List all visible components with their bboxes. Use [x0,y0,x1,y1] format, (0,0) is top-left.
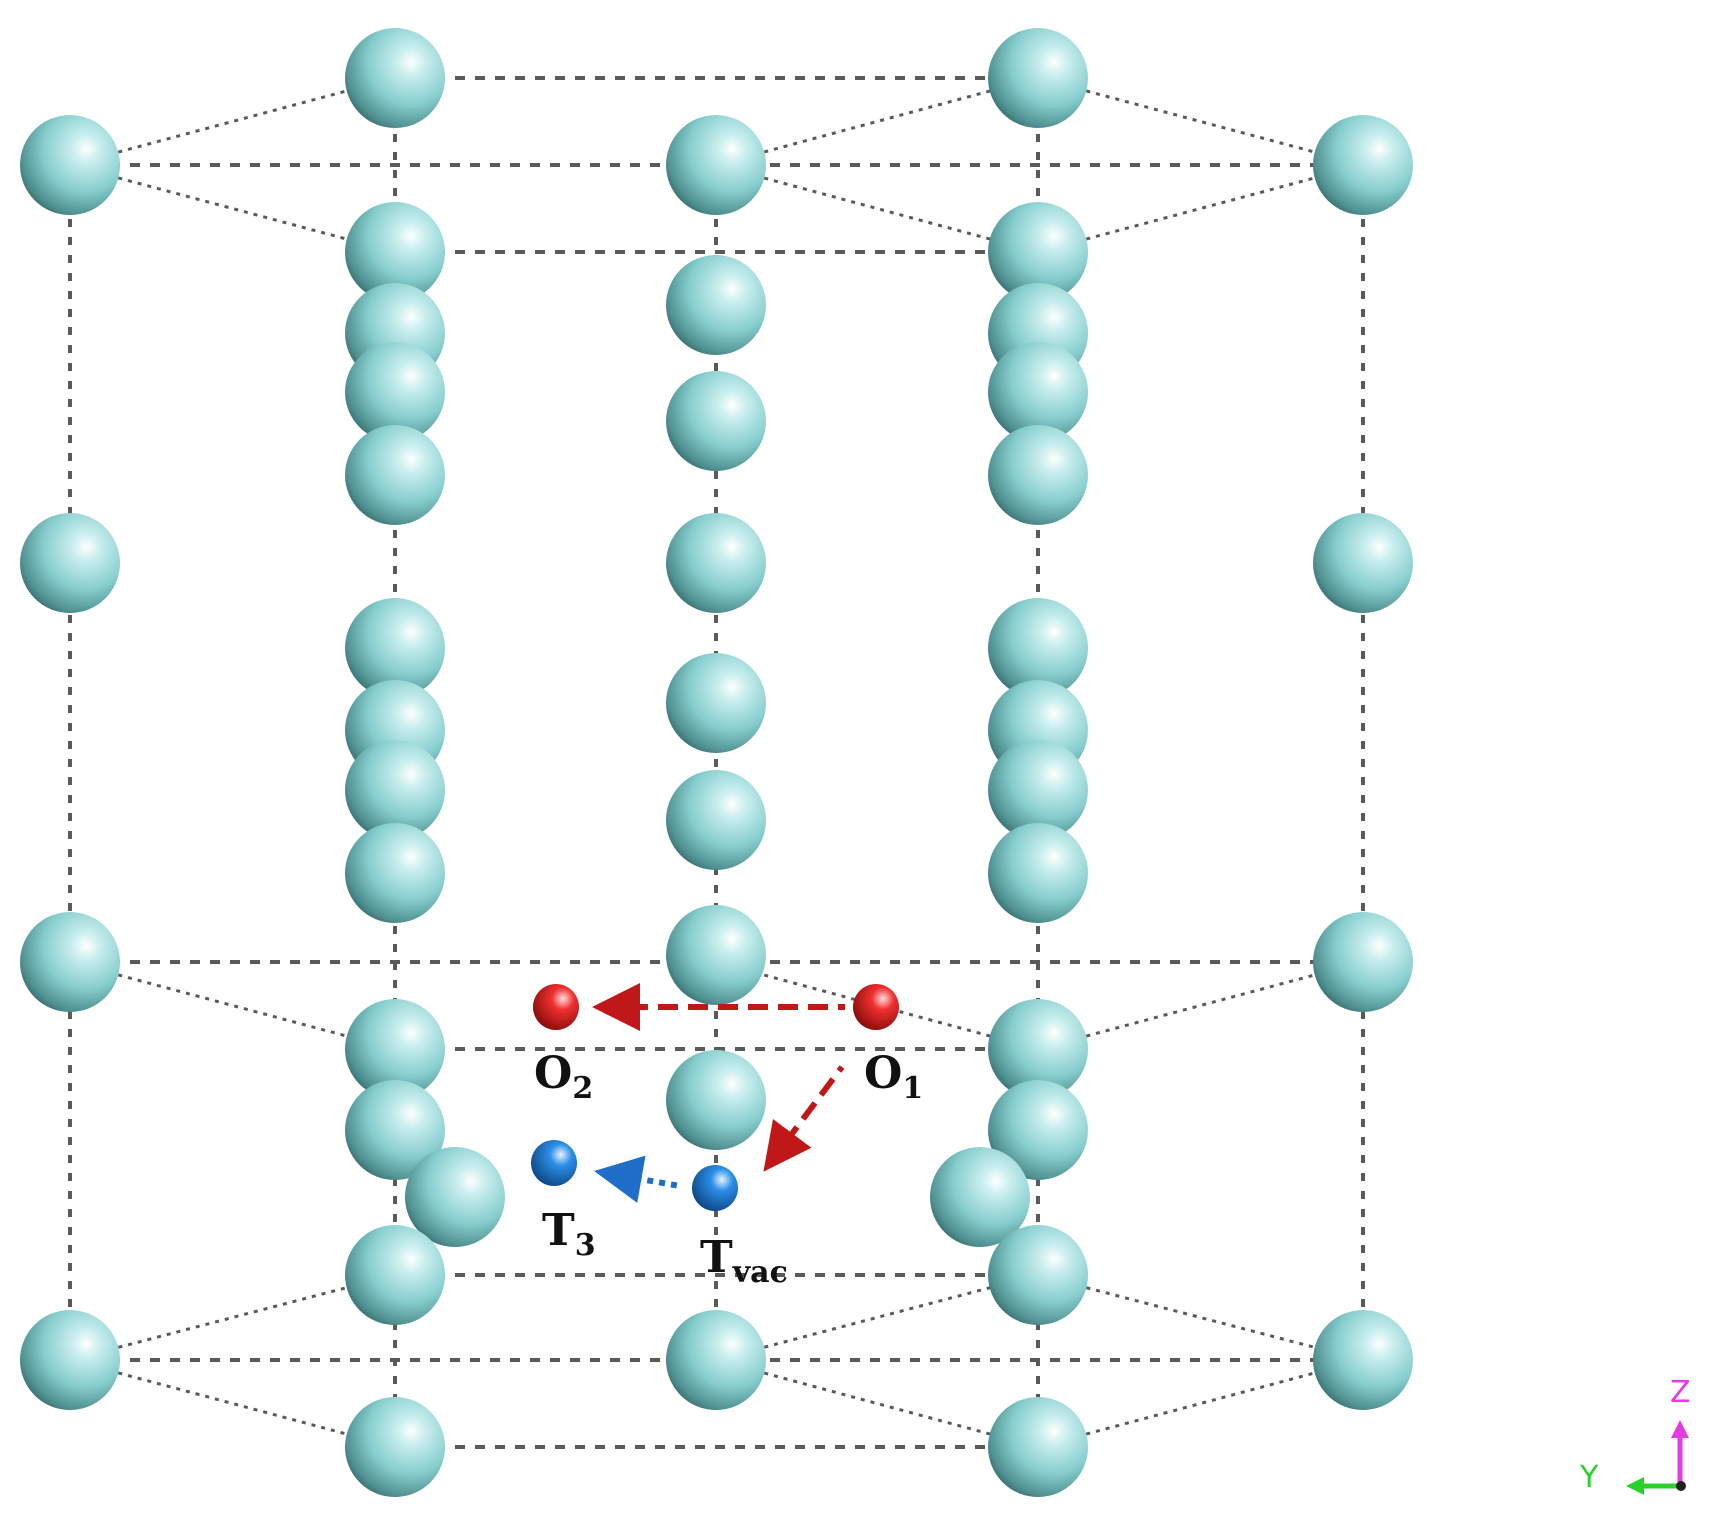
cell-edge-diagonal [1037,1358,1364,1449]
tvac-to-t3-path-arrow [594,1155,681,1203]
host-atom [345,999,445,1099]
y-axis-label: Y [1579,1460,1599,1495]
host-atom [988,342,1088,442]
host-atom [345,1080,445,1180]
host-atom [345,740,445,840]
host-atom [988,1080,1088,1180]
axis-triad: Z Y [1579,1375,1691,1495]
label-o1: O1 [864,1048,923,1106]
host-atom [988,28,1088,128]
host-atom [666,255,766,355]
host-atom [1313,513,1413,613]
host-atom [988,598,1088,698]
host-atom [345,342,445,442]
host-atom [666,905,766,1005]
host-atom [20,1310,120,1410]
host-atom [20,513,120,613]
host-atom [345,425,445,525]
cell-edge-diagonal [69,1358,396,1449]
cell-edge-diagonal [1037,960,1364,1051]
interstitial-sites [531,984,899,1211]
cell-edge-diagonal [715,76,1039,167]
axis-origin [1676,1481,1686,1491]
cell-edge-diagonal [1037,1273,1364,1362]
host-atom [988,823,1088,923]
host-atom [20,115,120,215]
cell-edge-diagonal [715,1358,1039,1449]
label-o2: O2 [534,1048,593,1106]
host-atom [1313,115,1413,215]
host-atoms [20,28,1413,1497]
host-atom [345,202,445,302]
host-atom [20,912,120,1012]
cell-edge-diagonal [69,163,396,254]
host-atom [666,371,766,471]
host-atom [405,1147,505,1247]
cell-edge-diagonal [715,163,1039,254]
host-atom [988,1397,1088,1497]
tvac-tetrahedral-site [692,1165,738,1211]
host-atom [930,1147,1030,1247]
host-atom [345,1397,445,1497]
o1-to-tvac-path-arrow [763,1065,845,1172]
host-atom [988,202,1088,302]
diffusion-paths [592,983,845,1203]
cell-edge-diagonal [69,1273,396,1362]
t3-tetrahedral-site [531,1140,577,1186]
cell-edge-diagonal [1037,163,1364,254]
host-atom [345,823,445,923]
host-atom [345,598,445,698]
host-atom [666,513,766,613]
host-atom [988,999,1088,1099]
cell-edge-diagonal [69,960,396,1051]
host-atom [988,425,1088,525]
host-atom [666,770,766,870]
host-atom [988,740,1088,840]
host-atom [666,653,766,753]
o2-octahedral-site [533,984,579,1030]
z-axis-arrowhead [1671,1420,1689,1438]
site-labels: O2 O1 T3 Tvac [534,1048,923,1290]
host-atom [666,1050,766,1150]
host-atom [345,1225,445,1325]
label-t3: T3 [542,1205,596,1263]
host-atom [988,1225,1088,1325]
cell-edge-diagonal [69,76,396,167]
z-axis-label: Z [1670,1375,1691,1410]
host-atom [1313,912,1413,1012]
host-atom [1313,1310,1413,1410]
y-axis-arrowhead [1626,1477,1644,1495]
host-atom [666,115,766,215]
host-atom [345,28,445,128]
host-atom [666,1310,766,1410]
label-tvac: Tvac [700,1232,788,1290]
cell-edge-diagonal [1037,76,1364,167]
o1-octahedral-site [853,984,899,1030]
